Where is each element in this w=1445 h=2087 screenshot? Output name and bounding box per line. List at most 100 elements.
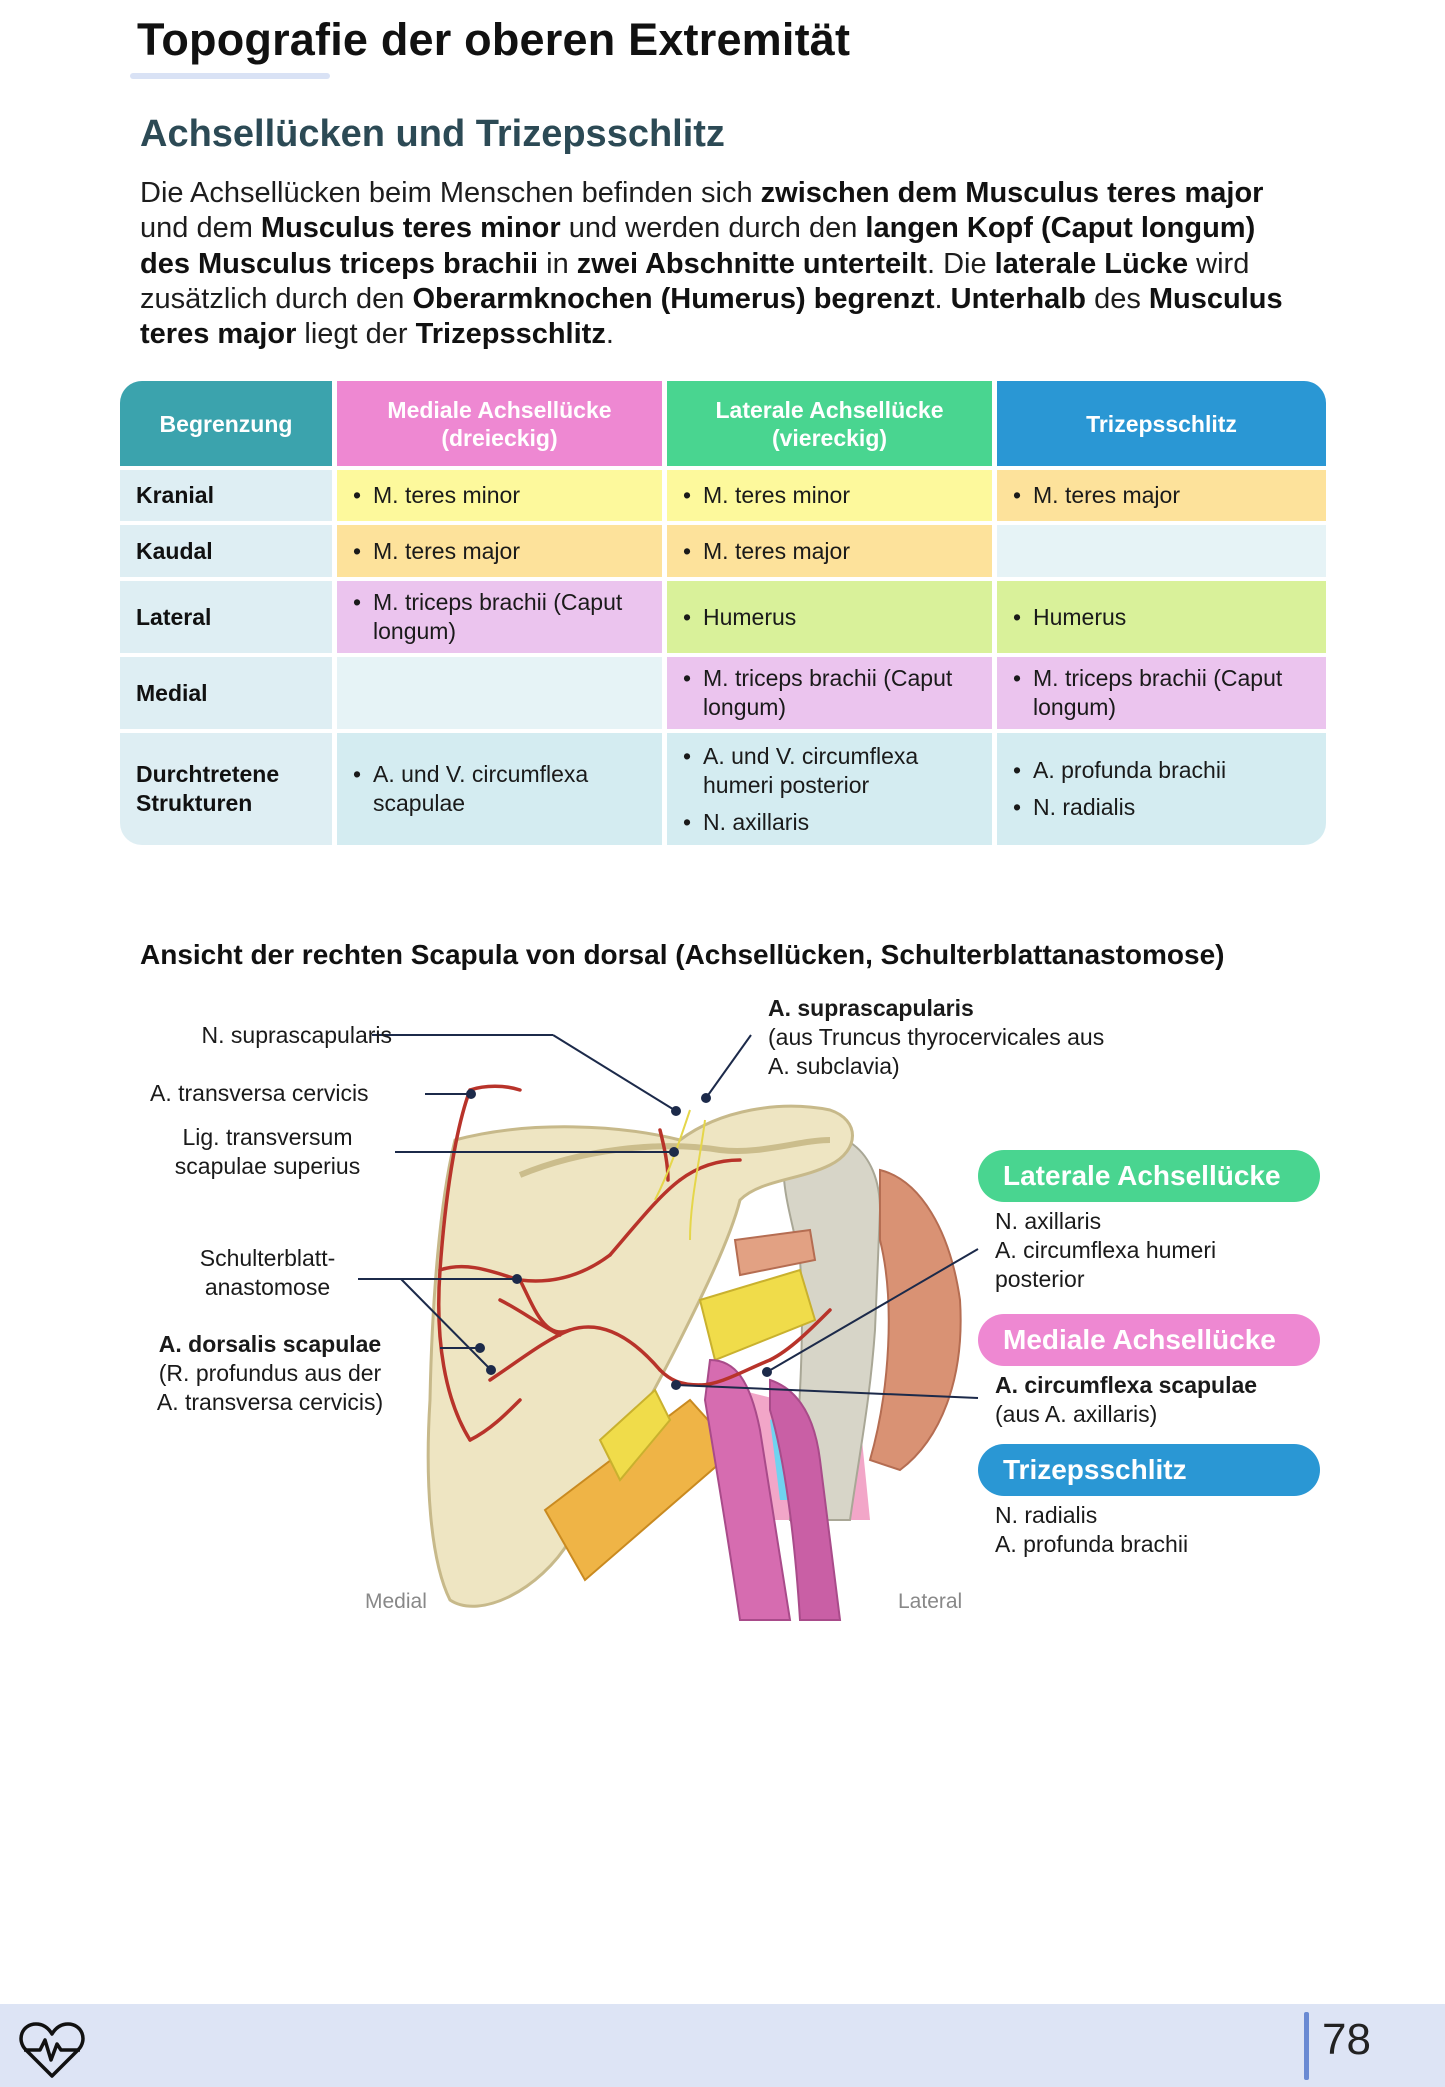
heart-pulse-icon xyxy=(18,2020,86,2085)
cell-laterale: M. teres minor xyxy=(667,470,997,525)
bullet-list: M. teres minor xyxy=(353,481,520,510)
med-bold-line: A. circumflexa scapulae xyxy=(995,1372,1258,1398)
bullet-item: M. teres major xyxy=(353,537,520,566)
intro-bold-run: zwischen dem Musculus teres major xyxy=(760,177,1264,209)
label-supra-line2: (aus Truncus thyrocervicales aus xyxy=(768,1024,1105,1050)
row-label: Kranial xyxy=(120,470,337,525)
header-trizepsschlitz: Trizepsschlitz xyxy=(997,381,1326,470)
mediale-achselluecke-contents: A. circumflexa scapulae (aus A. axillari… xyxy=(995,1371,1257,1429)
table-row: Durchtretene Strukturen A. und V. circumf… xyxy=(120,733,1326,845)
header-mediale-achselluecke: Mediale Achsellücke (dreieckig) xyxy=(337,381,667,470)
box-mediale-achselluecke: Mediale Achsellücke xyxy=(978,1314,1320,1366)
intro-text-run: . Die xyxy=(926,247,995,280)
section-heading: Achsellücken und Trizepsschlitz xyxy=(140,113,725,155)
deltoid-muscle xyxy=(868,1168,962,1472)
bullet-item: M. triceps brachii (Caput longum) xyxy=(353,588,646,646)
label-dorsalis-bold: A. dorsalis scapulae xyxy=(158,1331,382,1357)
bullet-item: M. teres minor xyxy=(683,481,850,510)
intro-text-run: . xyxy=(605,318,614,351)
cell-laterale: M. triceps brachii (Caput longum) xyxy=(667,657,997,733)
intro-bold-run: Musculus teres minor xyxy=(260,212,561,245)
leader-dots xyxy=(466,1089,772,1390)
table-row: Kaudal M. teres major M. teres major xyxy=(120,525,1326,581)
teres-minor-muscle xyxy=(698,1268,817,1362)
footer-divider xyxy=(1304,2012,1309,2080)
scapular-spine xyxy=(518,1137,831,1178)
figure-title: Ansicht der rechten Scapula von dorsal (… xyxy=(140,939,1225,970)
label-a-suprascapularis: A. suprascapularis (aus Truncus thyrocer… xyxy=(768,994,1104,1081)
label-anast-line2: anastomose xyxy=(204,1274,331,1300)
long-head-yellow xyxy=(598,1388,672,1482)
cell-trizeps: Humerus xyxy=(997,581,1326,657)
lat-line-3: posterior xyxy=(995,1266,1085,1292)
cell-trizeps xyxy=(997,525,1326,581)
label-a-dorsalis-scapulae: A. dorsalis scapulae (R. profundus aus d… xyxy=(140,1330,400,1417)
triceps-lateral-head xyxy=(769,1378,842,1621)
cell-trizeps: M. triceps brachii (Caput longum) xyxy=(997,657,1326,733)
header-begrenzung: Begrenzung xyxy=(120,381,337,470)
bullet-item: A. profunda brachii xyxy=(1013,756,1226,785)
bullet-list: M. teres major xyxy=(353,537,520,566)
cell-trizeps: A. profunda brachiiN. radialis xyxy=(997,733,1326,845)
intro-text-run: des xyxy=(1086,282,1149,315)
bullet-list: M. teres major xyxy=(683,537,850,566)
header-laterale-achselluecke: Laterale Achsellücke (viereckig) xyxy=(667,381,997,470)
bullet-item: A. und V. circumflexa scapulae xyxy=(353,760,646,818)
intro-bold-run: langen Kopf (Caput longum) des Musculus … xyxy=(140,212,1256,280)
intro-bold-run: laterale Lücke xyxy=(994,247,1189,280)
bullet-item: Humerus xyxy=(683,603,796,632)
intro-paragraph: Die Achsellücken beim Menschen befinden … xyxy=(140,176,1290,352)
label-supra-line3: A. subclavia) xyxy=(768,1053,900,1079)
bullet-item: A. und V. circumflexa humeri posterior xyxy=(683,742,976,800)
cell-mediale: M. teres major xyxy=(337,525,667,581)
row-label: Kaudal xyxy=(120,525,337,581)
intro-text-run: und dem xyxy=(140,212,261,245)
label-a-transversa-cervicis: A. transversa cervicis xyxy=(150,1080,369,1106)
intro-bold-run: Oberarmknochen (Humerus) begrenzt xyxy=(412,282,935,315)
intro-text-run: liegt der xyxy=(296,318,416,351)
intro-text-run: und werden durch den xyxy=(560,212,866,245)
scapula-bone xyxy=(426,1104,854,1608)
box-laterale-achselluecke: Laterale Achsellücke xyxy=(978,1150,1320,1202)
label-n-suprascapularis: N. suprascapularis xyxy=(201,1022,392,1048)
bullet-item: M. triceps brachii (Caput longum) xyxy=(1013,664,1310,722)
lat-line-2: A. circumflexa humeri xyxy=(995,1237,1217,1263)
bullet-list: M. triceps brachii (Caput longum) xyxy=(683,664,976,722)
intro-text-run: . xyxy=(934,282,951,315)
cell-laterale: M. teres major xyxy=(667,525,997,581)
cell-laterale: A. und V. circumflexa humeri posteriorN.… xyxy=(667,733,997,845)
label-lig-line2: scapulae superius xyxy=(174,1153,361,1179)
bullet-list: M. teres minor xyxy=(683,481,850,510)
label-dorsalis-line3: A. transversa cervicis) xyxy=(156,1389,384,1415)
intro-bold-run: Trizepsschlitz xyxy=(415,318,606,351)
intro-bold-run: Unterhalb xyxy=(950,282,1087,315)
table-row: KranialM. teres minorM. teres minorM. te… xyxy=(120,470,1326,525)
cell-mediale xyxy=(337,657,667,733)
intro-text-run: wird zusätzlich durch den xyxy=(140,247,1250,315)
bullet-list: M. triceps brachii (Caput longum) xyxy=(1013,664,1310,722)
row-label: Lateral xyxy=(120,581,337,657)
bullet-list: Humerus xyxy=(683,603,796,632)
label-medial: Medial xyxy=(365,1590,427,1613)
page-title: Topografie der oberen Extremität xyxy=(137,14,851,65)
row-label: Medial xyxy=(120,657,337,733)
bullet-list: A. profunda brachiiN. radialis xyxy=(1013,756,1226,822)
box-trizepsschlitz: Trizepsschlitz xyxy=(978,1444,1320,1496)
intro-text-run: Die Achsellücken beim Menschen befinden … xyxy=(140,177,761,209)
lat-line-1: N. axillaris xyxy=(995,1208,1102,1234)
bullet-item: Humerus xyxy=(1013,603,1126,632)
bullet-list: A. und V. circumflexa humeri posteriorN.… xyxy=(683,742,976,837)
bullet-item: M. triceps brachii (Caput longum) xyxy=(683,664,976,722)
boundaries-table: Begrenzung Mediale Achsellücke (dreiecki… xyxy=(120,381,1326,845)
tri-line-2: A. profunda brachii xyxy=(995,1531,1189,1557)
leader-lines xyxy=(358,1034,979,1399)
label-anast-line1: Schulterblatt- xyxy=(199,1245,336,1271)
bullet-list: A. und V. circumflexa scapulae xyxy=(353,760,646,818)
title-underline xyxy=(130,73,330,79)
cell-mediale: A. und V. circumflexa scapulae xyxy=(337,733,667,845)
med-line-2: (aus A. axillaris) xyxy=(995,1401,1158,1427)
row-label: Durchtretene Strukturen xyxy=(120,733,337,845)
bullet-item: M. teres major xyxy=(683,537,850,566)
page-number: 78 xyxy=(1322,2015,1371,2064)
